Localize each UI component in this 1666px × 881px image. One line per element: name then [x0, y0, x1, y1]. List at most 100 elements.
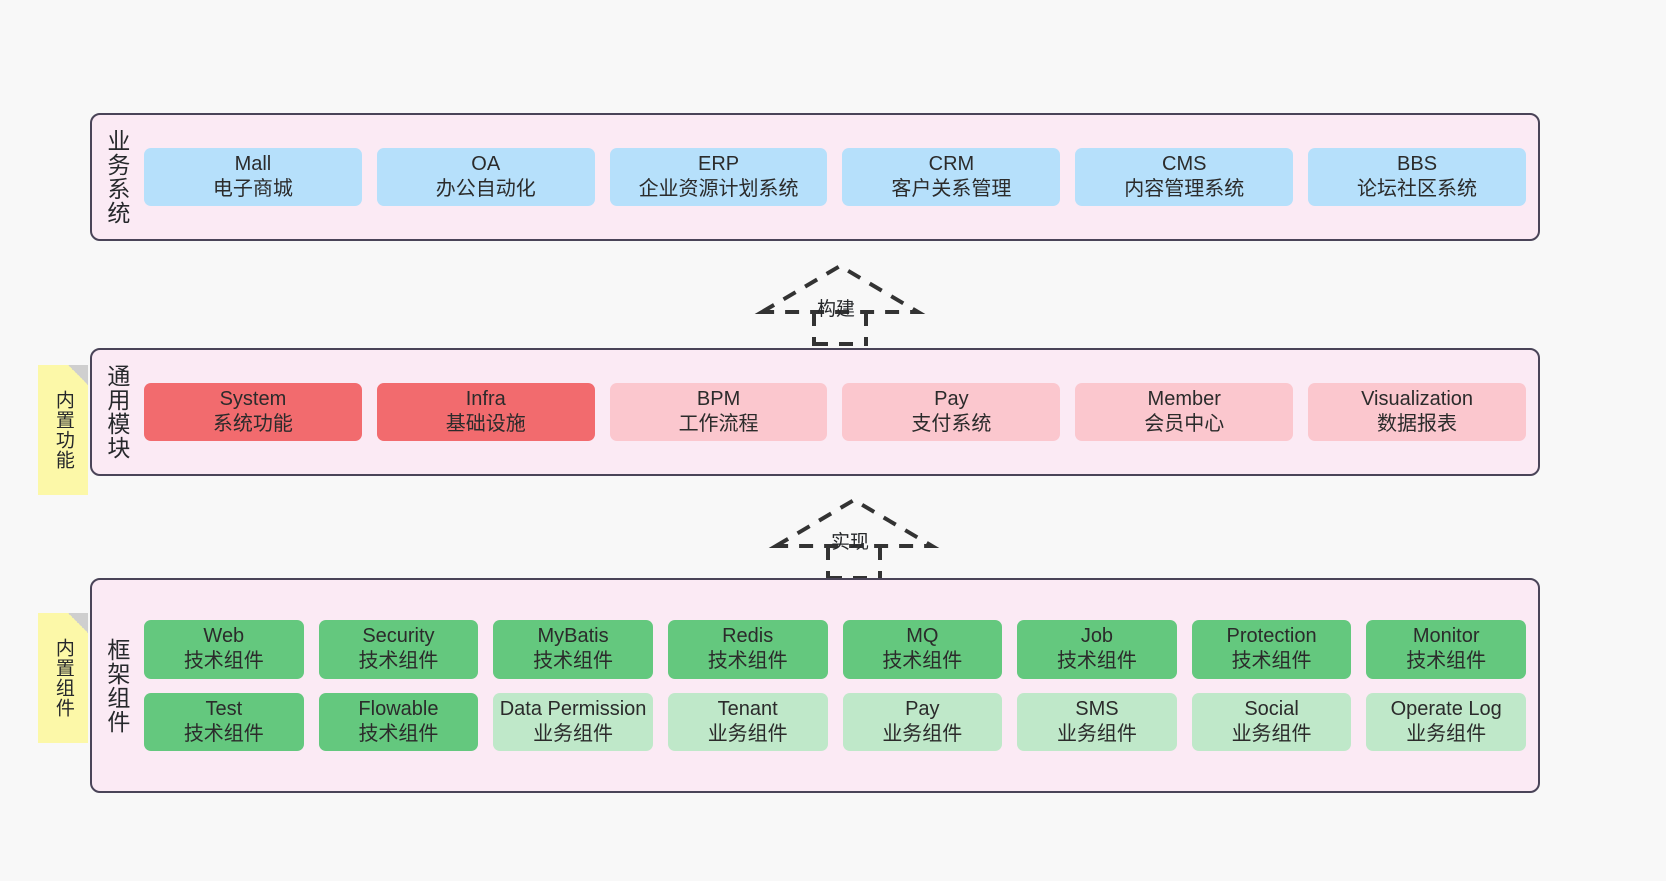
box-social[interactable]: Social 业务组件 [1191, 692, 1352, 751]
box-desc: 技术组件 [183, 650, 264, 673]
box-visualization[interactable]: Visualization 数据报表 [1308, 382, 1526, 442]
layer-title-business-system: 业务系统 [103, 129, 130, 225]
box-cms[interactable]: CMS 内容管理系统 [1075, 147, 1294, 207]
box-desc: 内容管理系统 [1124, 178, 1245, 200]
box-member[interactable]: Member 会员中心 [1075, 382, 1294, 442]
box-oa[interactable]: OA 办公自动化 [376, 147, 595, 207]
box-name: System [219, 387, 287, 410]
box-desc: 办公自动化 [435, 178, 536, 200]
note-label: 内置组件 [52, 638, 74, 718]
box-name: Flowable [358, 697, 439, 720]
box-name: OA [471, 152, 501, 175]
box-bpm[interactable]: BPM 工作流程 [609, 382, 828, 442]
note-label: 内置功能 [52, 390, 74, 470]
box-row: Mall 电子商城 OA 办公自动化 ERP 企业资源计划系统 CRM 客户关系… [144, 147, 1526, 207]
box-desc: 数据报表 [1377, 413, 1458, 435]
box-desc: 业务组件 [533, 722, 614, 745]
layer-body-framework-component: Web 技术组件 Security 技术组件 MyBatis 技术组件 Redi… [140, 580, 1538, 791]
box-desc: 工作流程 [678, 413, 759, 435]
note-fold-icon [68, 365, 88, 385]
box-redis[interactable]: Redis 技术组件 [667, 620, 828, 679]
box-test[interactable]: Test 技术组件 [144, 692, 304, 751]
box-data-permission[interactable]: Data Permission 业务组件 [493, 692, 653, 751]
box-row: System 系统功能 Infra 基础设施 BPM 工作流程 Pay 支付系统… [144, 382, 1526, 442]
box-name: Social [1244, 697, 1299, 720]
box-desc: 业务组件 [1231, 722, 1312, 745]
box-name: Member [1147, 387, 1221, 410]
layer-body-business-system: Mall 电子商城 OA 办公自动化 ERP 企业资源计划系统 CRM 客户关系… [140, 115, 1538, 239]
box-desc: 会员中心 [1144, 413, 1225, 435]
box-desc: 客户关系管理 [891, 178, 1012, 200]
layer-business-system: 业务系统 Mall 电子商城 OA 办公自动化 ERP 企业资源计划系统 CRM… [90, 113, 1540, 241]
box-desc: 技术组件 [183, 722, 264, 745]
hollow-triangle-head-icon [754, 263, 926, 314]
box-sms[interactable]: SMS 业务组件 [1017, 692, 1177, 751]
box-desc: 电子商城 [212, 178, 293, 200]
layer-title-framework-component: 框架组件 [103, 637, 130, 734]
box-name: CRM [928, 152, 975, 175]
box-desc: 业务组件 [1406, 722, 1487, 745]
box-mybatis[interactable]: MyBatis 技术组件 [493, 620, 653, 679]
box-crm[interactable]: CRM 客户关系管理 [842, 147, 1061, 207]
box-desc: 技术组件 [358, 650, 439, 673]
box-name: Pay [934, 387, 969, 410]
box-mq[interactable]: MQ 技术组件 [842, 620, 1003, 679]
box-desc: 技术组件 [533, 650, 614, 673]
box-pay-component[interactable]: Pay 业务组件 [842, 692, 1003, 751]
box-name: ERP [698, 152, 740, 175]
hollow-triangle-head-icon [768, 497, 940, 548]
layer-body-common-module: System 系统功能 Infra 基础设施 BPM 工作流程 Pay 支付系统… [140, 350, 1538, 474]
connector-build-arrow [754, 263, 926, 346]
box-name: Web [203, 625, 245, 648]
box-name: Data Permission [499, 697, 647, 720]
box-monitor[interactable]: Monitor 技术组件 [1366, 620, 1526, 679]
box-desc: 技术组件 [1406, 650, 1487, 673]
layer-common-module: 通用模块 System 系统功能 Infra 基础设施 BPM 工作流程 Pay… [90, 348, 1540, 476]
dashed-stem-icon [812, 312, 868, 346]
box-erp[interactable]: ERP 企业资源计划系统 [609, 147, 828, 207]
box-name: BPM [696, 387, 741, 410]
box-name: CMS [1162, 152, 1207, 175]
box-name: Security [362, 625, 435, 648]
layer-framework-component: 框架组件 Web 技术组件 Security 技术组件 MyBatis 技术组件… [90, 578, 1540, 793]
box-name: Tenant [717, 697, 778, 720]
connector-build-label: 构建 [817, 299, 856, 320]
box-name: MyBatis [537, 625, 609, 648]
box-system[interactable]: System 系统功能 [144, 382, 362, 442]
box-job[interactable]: Job 技术组件 [1017, 620, 1177, 679]
box-flowable[interactable]: Flowable 技术组件 [318, 692, 479, 751]
box-desc: 业务组件 [707, 722, 788, 745]
box-desc: 技术组件 [707, 650, 788, 673]
box-name: Visualization [1361, 387, 1474, 410]
box-desc: 业务组件 [882, 722, 963, 745]
box-desc: 企业资源计划系统 [638, 178, 799, 200]
box-row: Web 技术组件 Security 技术组件 MyBatis 技术组件 Redi… [144, 620, 1526, 679]
box-desc: 技术组件 [1231, 650, 1312, 673]
box-mall[interactable]: Mall 电子商城 [144, 147, 362, 207]
box-name: BBS [1397, 152, 1438, 175]
note-fold-icon [68, 613, 88, 633]
box-name: Redis [722, 625, 774, 648]
box-desc: 论坛社区系统 [1357, 178, 1478, 200]
box-name: Monitor [1412, 625, 1480, 648]
box-desc: 业务组件 [1056, 722, 1137, 745]
box-web[interactable]: Web 技术组件 [144, 620, 304, 679]
note-builtin-features: 内置功能 [38, 365, 88, 495]
box-desc: 技术组件 [882, 650, 963, 673]
box-desc: 系统功能 [212, 413, 293, 435]
box-tenant[interactable]: Tenant 业务组件 [667, 692, 828, 751]
box-name: Operate Log [1390, 697, 1502, 720]
box-name: Pay [905, 697, 940, 720]
box-pay[interactable]: Pay 支付系统 [842, 382, 1061, 442]
box-desc: 技术组件 [358, 722, 439, 745]
box-operate-log[interactable]: Operate Log 业务组件 [1366, 692, 1526, 751]
box-name: Mall [234, 152, 272, 175]
box-protection[interactable]: Protection 技术组件 [1191, 620, 1352, 679]
box-name: SMS [1075, 697, 1119, 720]
box-security[interactable]: Security 技术组件 [318, 620, 479, 679]
box-infra[interactable]: Infra 基础设施 [376, 382, 595, 442]
note-builtin-components: 内置组件 [38, 613, 88, 743]
box-bbs[interactable]: BBS 论坛社区系统 [1308, 147, 1526, 207]
box-name: MQ [906, 625, 939, 648]
